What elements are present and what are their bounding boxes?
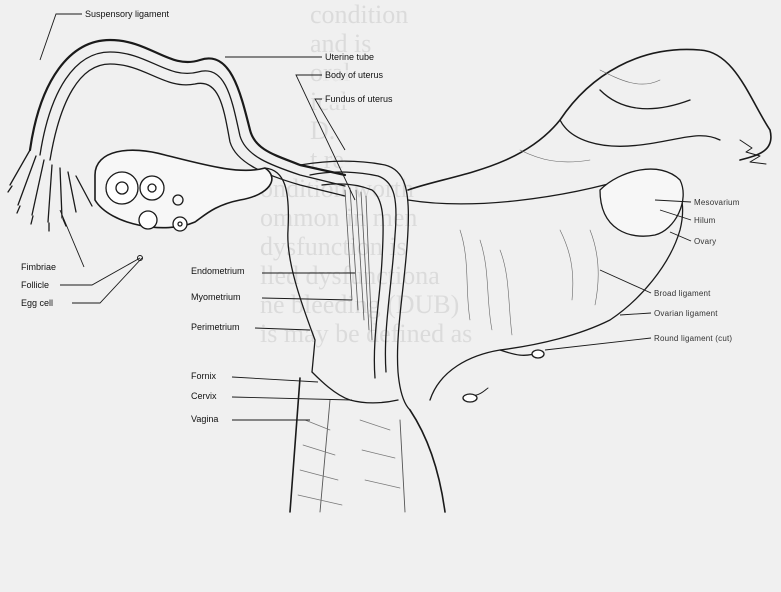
label-suspensory-ligament: Suspensory ligament: [84, 9, 170, 20]
label-follicle: Follicle: [20, 280, 50, 291]
label-fimbriae: Fimbriae: [20, 262, 57, 273]
label-uterine-tube: Uterine tube: [324, 52, 375, 63]
label-body-of-uterus: Body of uterus: [324, 70, 384, 81]
label-myometrium: Myometrium: [190, 292, 242, 303]
label-cervix: Cervix: [190, 391, 218, 402]
label-broad-ligament: Broad ligament: [653, 288, 712, 299]
label-ovarian-ligament: Ovarian ligament: [653, 308, 719, 319]
label-fornix: Fornix: [190, 371, 217, 382]
label-endometrium: Endometrium: [190, 266, 246, 277]
label-ovary: Ovary: [693, 236, 717, 247]
label-perimetrium: Perimetrium: [190, 322, 241, 333]
label-mesovarium: Mesovarium: [693, 197, 741, 208]
label-round-ligament: Round ligament (cut): [653, 333, 733, 344]
label-fundus-of-uterus: Fundus of uterus: [324, 94, 394, 105]
label-hilum: Hilum: [693, 215, 716, 226]
label-egg-cell: Egg cell: [20, 298, 54, 309]
label-vagina: Vagina: [190, 414, 219, 425]
